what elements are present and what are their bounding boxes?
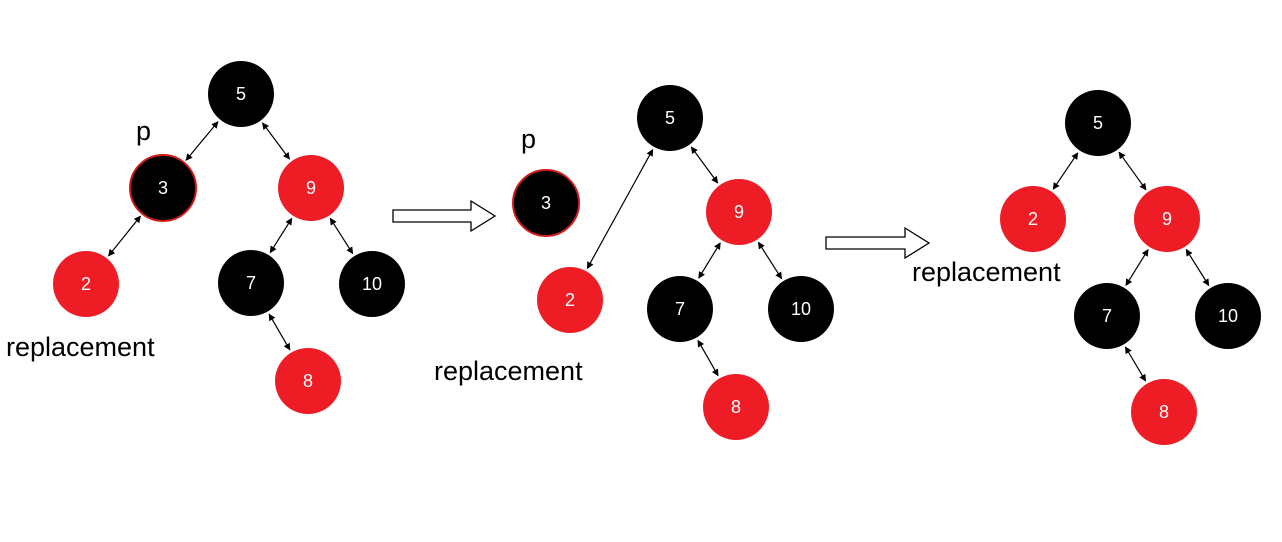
transition-arrow-2 <box>825 226 931 260</box>
edge-7-8 <box>1124 346 1147 382</box>
node-circle-9 <box>706 179 772 245</box>
tree-node-5: 5 <box>637 85 703 151</box>
tree-node-9: 9 <box>278 155 344 221</box>
tree-node-8: 8 <box>703 374 769 440</box>
node-label-9: 9 <box>1162 209 1172 229</box>
node-circle-10 <box>768 276 834 342</box>
node-circle-2 <box>1000 186 1066 252</box>
tree-node-3: 3 <box>129 154 197 222</box>
node-label-2: 2 <box>1028 209 1038 229</box>
panel-1-p-label: p <box>136 116 151 146</box>
edge-5-2 <box>1052 152 1079 190</box>
node-label-7: 7 <box>246 273 256 293</box>
node-label-3: 3 <box>541 193 551 213</box>
edge-9-7 <box>698 242 721 279</box>
panel-1-replacement-label: replacement <box>6 332 155 362</box>
node-label-8: 8 <box>303 371 313 391</box>
panel-3-edges <box>1052 151 1210 382</box>
panel-3-nodes: 5 2 9 7 10 8 <box>1000 90 1261 445</box>
node-label-2: 2 <box>81 274 91 294</box>
edge-7-8 <box>697 339 719 377</box>
edge-5-9 <box>1118 151 1147 191</box>
node-label-10: 10 <box>791 299 811 319</box>
panel-2-tree: 5 3 9 2 7 10 8 p replacement <box>434 85 834 440</box>
node-circle-5 <box>1065 90 1131 156</box>
panel-2-edges <box>586 146 783 377</box>
tree-node-8: 8 <box>1131 379 1197 445</box>
tree-node-2: 2 <box>53 251 119 317</box>
node-label-10: 10 <box>362 274 382 294</box>
node-label-3: 3 <box>158 178 168 198</box>
panel-1-tree: 5 3 9 2 7 10 8 p replacement <box>6 61 405 414</box>
node-label-9: 9 <box>734 202 744 222</box>
tree-node-7: 7 <box>218 250 284 316</box>
edge-3-2 <box>108 215 141 257</box>
node-label-7: 7 <box>675 299 685 319</box>
node-label-9: 9 <box>306 178 316 198</box>
node-label-5: 5 <box>236 84 246 104</box>
node-circle-5 <box>208 61 274 127</box>
tree-node-10: 10 <box>339 251 405 317</box>
panel-3-tree: 5 2 9 7 10 8 replacement <box>912 90 1261 445</box>
tree-node-5: 5 <box>1065 90 1131 156</box>
edge-9-7 <box>269 217 293 254</box>
edge-5-3 <box>185 121 219 161</box>
tree-node-10: 10 <box>768 276 834 342</box>
edge-9-7 <box>1125 249 1149 286</box>
node-circle-2 <box>537 267 603 333</box>
edge-5-9 <box>690 146 719 184</box>
node-circle-8 <box>275 348 341 414</box>
panel-2-nodes: 5 3 9 2 7 10 8 <box>512 85 834 440</box>
tree-node-7: 7 <box>647 276 713 342</box>
node-circle-2 <box>53 251 119 317</box>
node-circle-5 <box>637 85 703 151</box>
node-circle-3 <box>129 154 197 222</box>
node-label-8: 8 <box>1159 402 1169 422</box>
panel-2-p-label: p <box>521 124 536 154</box>
edge-5-2 <box>586 148 654 270</box>
transition-arrow-1 <box>392 199 497 233</box>
panel-1-nodes: 5 3 9 2 7 10 8 <box>53 61 405 414</box>
edge-9-10 <box>1185 248 1210 287</box>
node-circle-7 <box>218 250 284 316</box>
node-label-5: 5 <box>665 108 675 128</box>
node-circle-8 <box>1131 379 1197 445</box>
node-circle-10 <box>339 251 405 317</box>
edge-9-10 <box>757 241 783 280</box>
node-circle-7 <box>647 276 713 342</box>
node-circle-9 <box>278 155 344 221</box>
node-label-7: 7 <box>1102 306 1112 326</box>
node-circle-7 <box>1074 283 1140 349</box>
tree-node-7: 7 <box>1074 283 1140 349</box>
tree-node-2: 2 <box>537 267 603 333</box>
tree-node-2: 2 <box>1000 186 1066 252</box>
panel-2-replacement-label: replacement <box>434 356 583 386</box>
node-label-8: 8 <box>731 397 741 417</box>
tree-node-9: 9 <box>1134 186 1200 252</box>
tree-node-9: 9 <box>706 179 772 245</box>
node-label-5: 5 <box>1093 113 1103 133</box>
panel-3-replacement-label: replacement <box>912 257 1061 287</box>
node-circle-3 <box>512 169 580 237</box>
node-circle-9 <box>1134 186 1200 252</box>
tree-node-10: 10 <box>1195 283 1261 349</box>
node-label-2: 2 <box>565 290 575 310</box>
tree-node-8: 8 <box>275 348 341 414</box>
node-label-10: 10 <box>1218 306 1238 326</box>
edge-9-10 <box>329 217 354 255</box>
panel-1-edges <box>108 121 354 351</box>
edge-5-9 <box>262 122 290 160</box>
node-circle-10 <box>1195 283 1261 349</box>
edge-7-8 <box>268 313 291 351</box>
tree-node-3: 3 <box>512 169 580 237</box>
tree-node-5: 5 <box>208 61 274 127</box>
node-circle-8 <box>703 374 769 440</box>
